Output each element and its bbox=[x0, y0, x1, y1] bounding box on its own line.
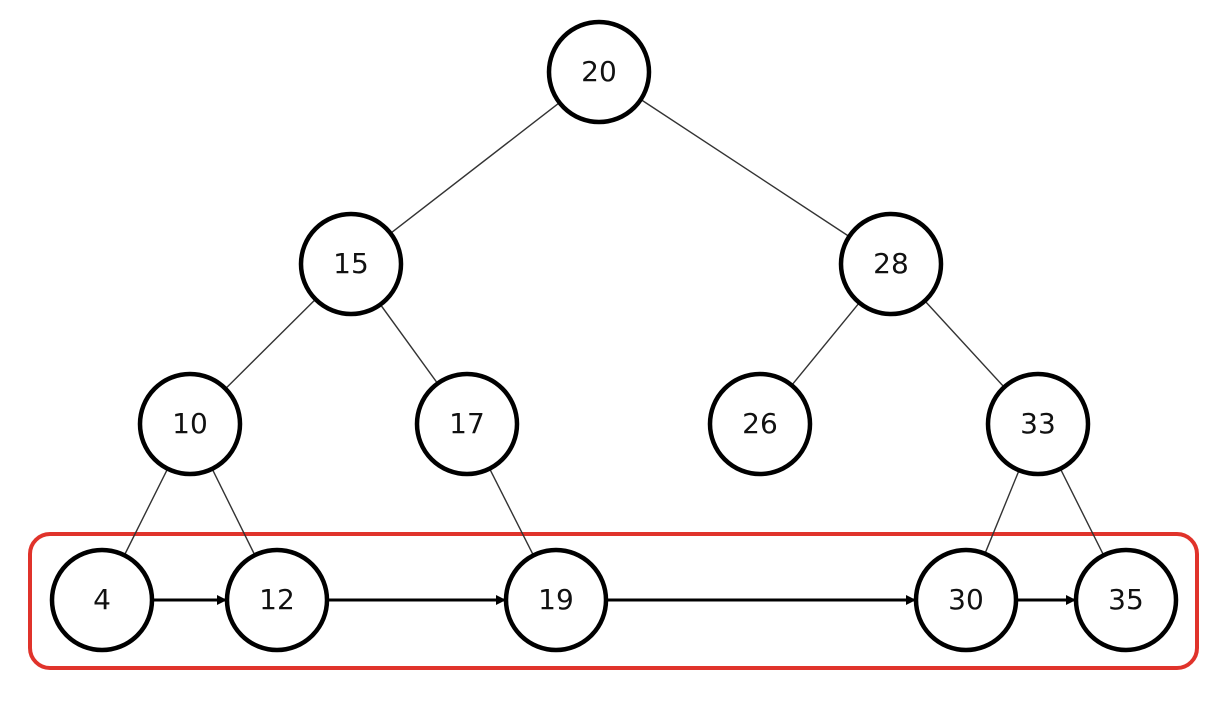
node-label: 17 bbox=[449, 407, 485, 440]
node-circle bbox=[414, 371, 520, 477]
node-label: 19 bbox=[538, 583, 574, 616]
node-circle bbox=[49, 547, 155, 653]
node-label: 12 bbox=[259, 583, 295, 616]
edge-20-15 bbox=[388, 100, 562, 236]
tree-node-28: 28 bbox=[838, 211, 944, 317]
node-label: 10 bbox=[172, 407, 208, 440]
edge-28-26 bbox=[789, 300, 862, 388]
node-circle bbox=[298, 211, 404, 317]
node-circle bbox=[838, 211, 944, 317]
node-label: 30 bbox=[948, 583, 984, 616]
tree-node-33: 33 bbox=[985, 371, 1091, 477]
edge-10-12 bbox=[210, 466, 257, 558]
edge-10-4 bbox=[122, 466, 170, 558]
node-circle bbox=[137, 371, 243, 477]
node-circle bbox=[985, 371, 1091, 477]
tree-edges bbox=[122, 97, 1106, 558]
tree-node-30: 30 bbox=[913, 547, 1019, 653]
tree-node-12: 12 bbox=[224, 547, 330, 653]
edge-20-28 bbox=[638, 97, 852, 239]
node-label: 20 bbox=[581, 55, 617, 88]
edge-33-35 bbox=[1058, 466, 1106, 558]
node-circle bbox=[707, 371, 813, 477]
node-circle bbox=[546, 19, 652, 125]
edge-17-19 bbox=[488, 466, 535, 558]
node-circle bbox=[1073, 547, 1179, 653]
tree-node-4: 4 bbox=[49, 547, 155, 653]
tree-node-20: 20 bbox=[546, 19, 652, 125]
tree-node-19: 19 bbox=[503, 547, 609, 653]
edge-33-30 bbox=[983, 468, 1021, 556]
edge-15-10 bbox=[223, 297, 318, 391]
node-label: 33 bbox=[1020, 407, 1056, 440]
node-circle bbox=[913, 547, 1019, 653]
tree-node-26: 26 bbox=[707, 371, 813, 477]
tree-node-10: 10 bbox=[137, 371, 243, 477]
edge-15-17 bbox=[378, 302, 440, 386]
node-circle bbox=[503, 547, 609, 653]
tree-nodes: 20 15 28 10 17 26 33 4 12 19 30 35 bbox=[49, 19, 1179, 653]
node-label: 15 bbox=[333, 247, 369, 280]
node-label: 35 bbox=[1108, 583, 1144, 616]
tree-node-35: 35 bbox=[1073, 547, 1179, 653]
leaf-level-highlight-box bbox=[28, 532, 1199, 670]
tree-node-17: 17 bbox=[414, 371, 520, 477]
edge-28-33 bbox=[922, 298, 1007, 390]
node-label: 28 bbox=[873, 247, 909, 280]
tree-node-15: 15 bbox=[298, 211, 404, 317]
node-circle bbox=[224, 547, 330, 653]
node-label: 26 bbox=[742, 407, 778, 440]
node-label: 4 bbox=[93, 583, 111, 616]
